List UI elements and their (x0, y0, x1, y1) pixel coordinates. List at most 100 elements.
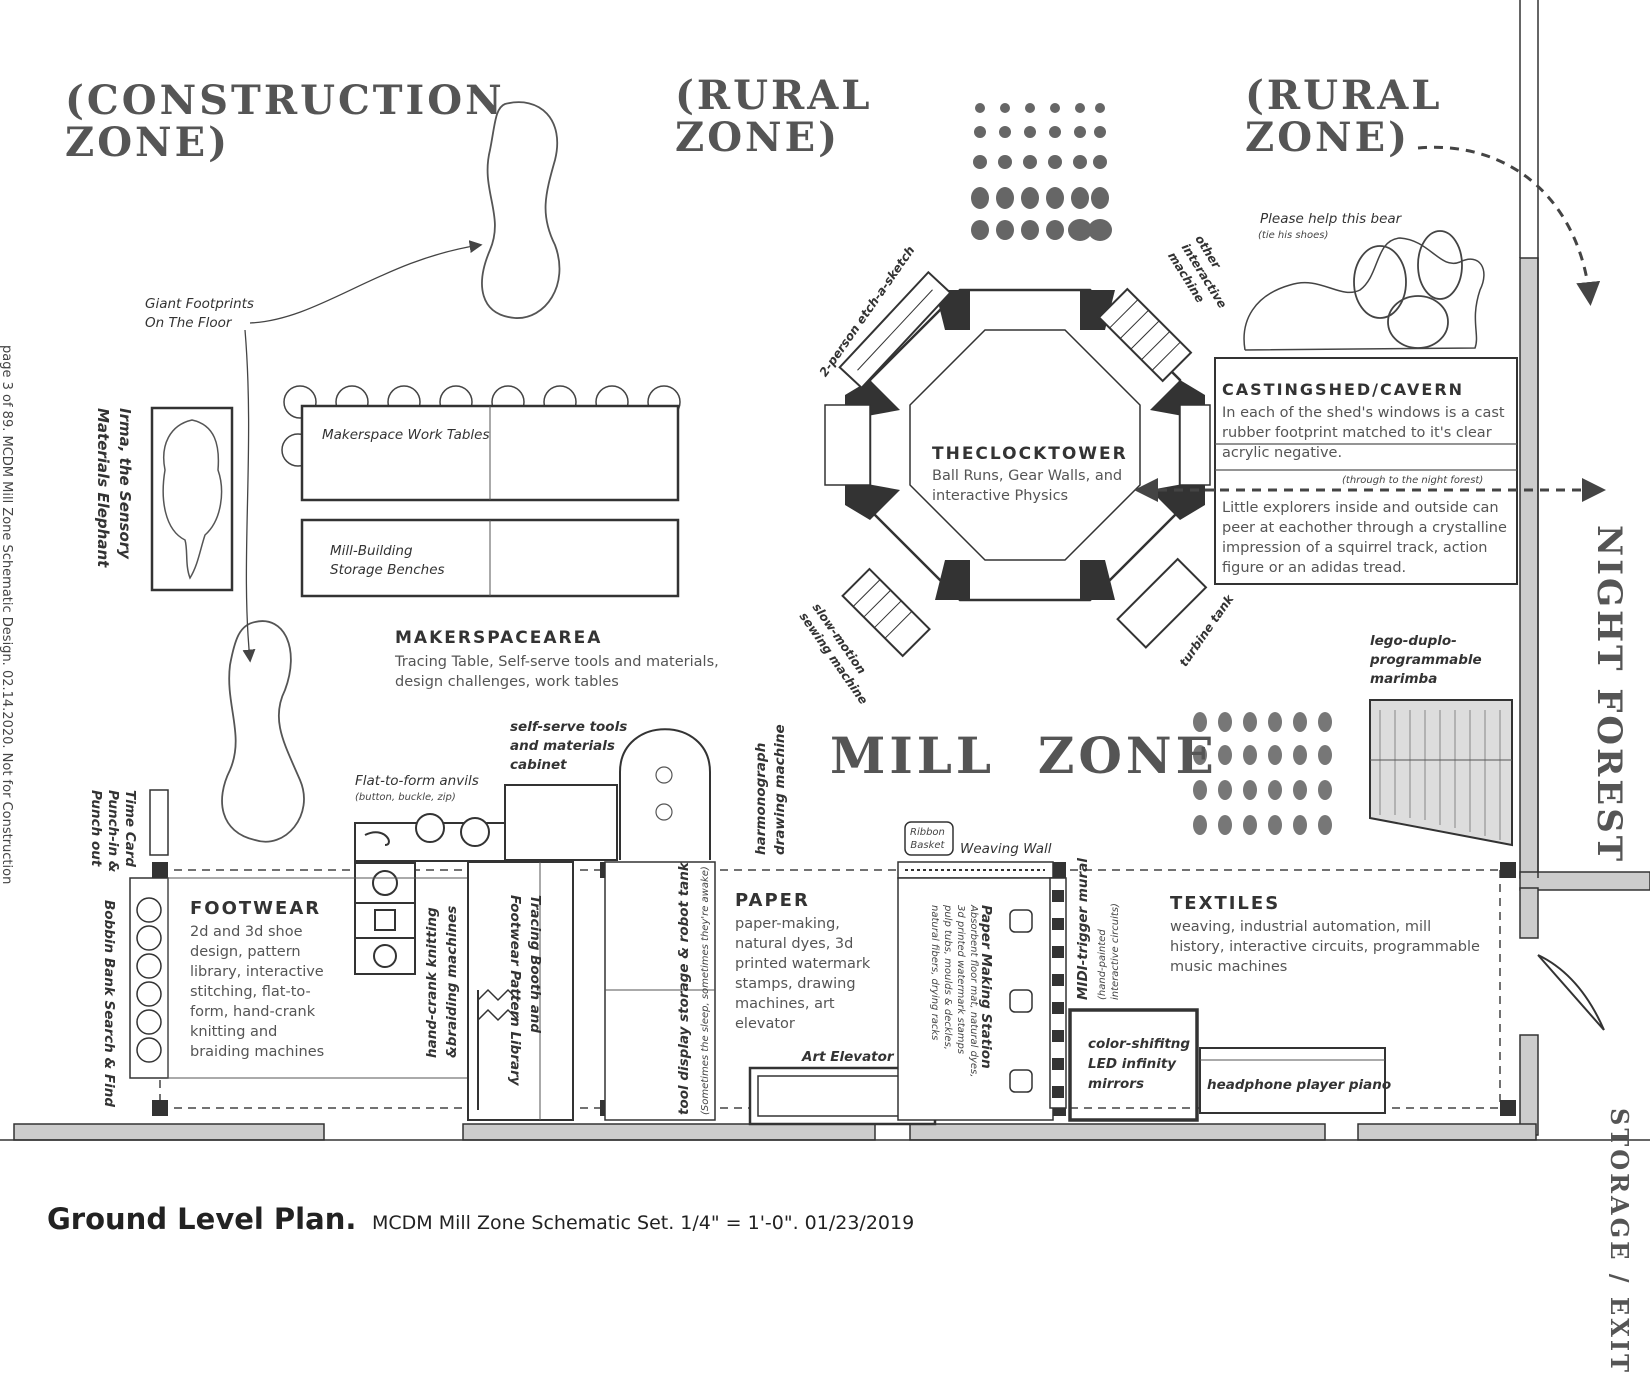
bear-shoe-right (1417, 230, 1463, 300)
sinks (1009, 909, 1033, 1093)
hand-crank-line2: &braiding machines (444, 905, 460, 1058)
through-forest-label: (through to the night forest) (1342, 475, 1484, 486)
clock-tower-title: TheClockTower (932, 444, 1128, 464)
explorers-desc: Little explorers inside and outside can … (1222, 500, 1507, 576)
elephant-label: Irma, the Sensory Materials Elephant (92, 408, 136, 567)
storage-benches-label: Mill-Building Storage Benches (330, 542, 445, 580)
knitting-machines (354, 862, 416, 975)
marimba-line3: marimba (1370, 671, 1438, 687)
elephant-line1: Irma, the Sensory (116, 408, 134, 559)
ribbon-basket (904, 821, 954, 856)
rural-zone-2-line1: (RURAL (1245, 72, 1443, 119)
bear-label: Please help this bear (1260, 211, 1402, 227)
clock-tower (824, 288, 1211, 602)
giant-footprint-top (481, 101, 561, 319)
bear-shoe-left (1353, 245, 1407, 319)
player-piano (1199, 1047, 1386, 1114)
paper-station-sub-label: Absorbent floor mat, natural dyes, 3d pr… (928, 905, 980, 1077)
led-line2: LED infinity (1088, 1056, 1177, 1072)
led-mirrors-label: color-shifitng LED infinity mirrors (1088, 1034, 1190, 1094)
art-elevator-label: Art Elevator (802, 1049, 894, 1065)
tracing-booth (467, 861, 574, 1121)
harmonograph-label: harmonograph drawing machine (752, 724, 790, 855)
storage-exit-label: STORAGE / EXIT (1605, 1108, 1634, 1375)
construction-zone-line1: (CONSTRUCTION (65, 77, 505, 124)
giant-footprints-line2: On The Floor (145, 315, 232, 331)
construction-zone-line2: ZONE) (65, 119, 231, 166)
bear-head (1387, 295, 1449, 349)
bear-sub-label: (tie his shoes) (1258, 230, 1329, 241)
paper-station-sub-line3: pulp tubs, moulds & deckles, (942, 905, 953, 1050)
tracing-booth-line2: Footwear Pattern Library (507, 895, 523, 1086)
elephant-line2: Materials Elephant (94, 408, 112, 568)
time-card-line2: Punch-in & (105, 790, 121, 873)
turbine-tank (1116, 557, 1208, 649)
player-piano-label: headphone player piano (1207, 1077, 1392, 1093)
mill-zone-label: MILL ZONE (830, 726, 1218, 785)
time-card-line3: Punch out (88, 790, 104, 867)
plan-subtitle: MCDM Mill Zone Schematic Set. 1/4" = 1'-… (372, 1212, 915, 1234)
paper-station-sub-line4: natural fibers, drying racks (929, 905, 940, 1041)
midi-mural-label: MIDI-trigger mural (1075, 858, 1091, 1000)
time-card-label: Time Card Punch-in & Punch out (87, 790, 138, 873)
ribbon-line2: Basket (910, 840, 945, 851)
rural-zone-1-line2: ZONE) (675, 114, 841, 161)
casting-shed-title: CastingShed/Cavern (1222, 380, 1465, 399)
hand-crank-label: hand-crank knitting &braiding machines (422, 906, 462, 1058)
time-card-line1: Time Card (122, 790, 138, 868)
weaving-wall-label: Weaving Wall (960, 841, 1052, 857)
time-card-rack (149, 789, 169, 856)
paper-station-sub-line2: 3d printed watermark stamps (955, 905, 966, 1055)
midi-mural (1049, 877, 1067, 1109)
work-tables-label: Makerspace Work Tables (322, 427, 490, 443)
bear-outline (1243, 237, 1485, 351)
marimba (1369, 699, 1513, 847)
hand-crank-line1: hand-crank knitting (424, 907, 440, 1058)
tool-display (604, 861, 716, 1121)
plan-title: Ground Level Plan. (47, 1202, 357, 1236)
giant-footprints-label: Giant Footprints On The Floor (145, 295, 254, 333)
paper-title: Paper (735, 890, 810, 911)
exit-door (1537, 954, 1605, 1031)
exterior-walls (0, 0, 1650, 1141)
marimba-line2: programmable (1370, 652, 1482, 668)
rural-zone-label-1: (RURAL ZONE) (675, 75, 872, 159)
marimba-line1: lego-duplo- (1370, 633, 1457, 649)
anvils-label: Flat-to-form anvils (355, 773, 479, 789)
tracing-booth-line1: Tracing Booth and (527, 895, 543, 1034)
etch-a-sketch (838, 270, 952, 390)
harmonograph-line2: drawing machine (772, 724, 788, 855)
elephant-frame (150, 406, 234, 592)
self-serve-line1: self-serve tools (510, 719, 628, 735)
clock-tower-desc: Ball Runs, Gear Walls, and interactive P… (932, 468, 1123, 504)
midi-sub-label: (hand-painted interactive circuits) (1096, 903, 1122, 1000)
harmonograph-line1: harmonograph (753, 742, 769, 855)
rural-zone-label-2: (RURAL ZONE) (1245, 75, 1442, 159)
midi-sub-line2: interactive circuits) (1110, 903, 1121, 1000)
footprint-arrow-2 (242, 329, 256, 663)
giant-footprints-line1: Giant Footprints (145, 296, 254, 312)
self-serve-cabinet (504, 784, 618, 861)
makerspace-desc: Tracing Table, Self-serve tools and mate… (395, 654, 719, 690)
casting-shed-desc: In each of the shed's windows is a cast … (1222, 405, 1505, 461)
anvils (354, 813, 506, 862)
sewing-machine (841, 567, 931, 658)
midi-sub-line1: (hand-painted (1097, 929, 1108, 1000)
weaving-wall (897, 861, 1054, 879)
marimba-label: lego-duplo- programmable marimba (1370, 632, 1482, 689)
led-line1: color-shifitng (1088, 1036, 1191, 1052)
footwear-title: Footwear (190, 898, 322, 919)
giant-footprint-bottom (221, 620, 305, 843)
construction-zone-label: (CONSTRUCTION ZONE) (65, 80, 505, 164)
rural-zone-2-line2: ZONE) (1245, 114, 1411, 161)
floor-plan-drawing (0, 0, 1650, 1141)
tool-display-label: tool display storage & robot tank (676, 862, 692, 1115)
makerspace-title: MakerspaceAREA (395, 628, 603, 648)
other-interactive-machine (1097, 287, 1193, 383)
page-side-note: page 3 of 89. MCDM Mill Zone Schematic D… (0, 345, 14, 885)
paper-station-sub-line1: Absorbent floor mat, natural dyes, (968, 905, 979, 1078)
led-line3: mirrors (1088, 1076, 1144, 1092)
night-forest-label: NIGHT FOREST (1589, 525, 1629, 865)
animal-tracks-grid (971, 103, 1112, 241)
self-serve-line3: cabinet (510, 757, 567, 773)
